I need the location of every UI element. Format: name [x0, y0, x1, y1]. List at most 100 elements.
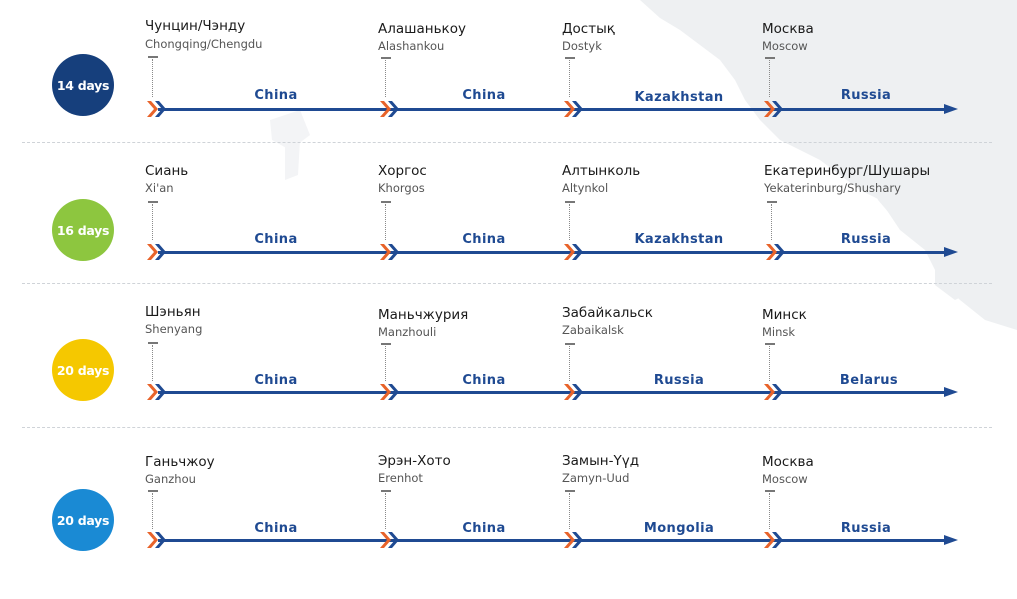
segment-label: Russia	[840, 232, 892, 247]
stop-name-en: Moscow	[762, 472, 808, 486]
stop-connector	[569, 346, 570, 381]
stop-connector	[569, 204, 570, 240]
stop-tick	[565, 343, 575, 345]
stop-connector	[569, 60, 570, 97]
segment-label: China	[254, 373, 298, 388]
chevron-icon	[564, 244, 583, 260]
route-track	[158, 539, 948, 542]
segment-label: Kazakhstan	[634, 232, 724, 247]
chevron-icon	[380, 384, 399, 400]
chevron-icon	[147, 244, 166, 260]
stop-name-en: Dostyk	[562, 39, 602, 53]
stop-name-ru: Достық	[562, 21, 615, 37]
route-separator	[22, 142, 992, 143]
duration-badge: 20 days	[52, 489, 114, 551]
chevron-icon	[380, 244, 399, 260]
stop-name-ru: Ганьчжоу	[145, 454, 215, 470]
segment-label: Belarus	[839, 373, 899, 388]
stop-connector	[385, 204, 386, 240]
stop-name-ru: Шэньян	[145, 304, 201, 320]
segment-label: China	[254, 521, 298, 536]
route-row: 20 days Ганьчжоу Ganzhou Эрэн-Хото Erenh…	[0, 445, 1017, 585]
route-row: 20 days Шэньян Shenyang Маньчжурия Manzh…	[0, 298, 1017, 438]
stop-tick	[767, 201, 777, 203]
track-arrow-icon	[944, 387, 958, 397]
stop-connector	[385, 493, 386, 529]
stop-name-en: Minsk	[762, 325, 796, 339]
route-row: 16 days Сиань Xi'an Хоргос Khorgos Алтын…	[0, 156, 1017, 296]
stop-name-ru: Чунцин/Чэнду	[145, 18, 246, 34]
stop-connector	[771, 204, 772, 240]
chevron-icon	[764, 384, 783, 400]
duration-badge: 20 days	[52, 339, 114, 401]
stop-name-ru: Эрэн-Хото	[378, 453, 451, 469]
stop-tick	[381, 490, 391, 492]
stop-connector	[769, 60, 770, 97]
segment-label: Kazakhstan	[634, 90, 724, 105]
stop-name-ru: Москва	[762, 454, 814, 470]
stop-connector	[769, 346, 770, 381]
stop-name-en: Ganzhou	[145, 472, 196, 486]
stop-connector	[769, 493, 770, 529]
stop-name-ru: Алтынколь	[562, 163, 641, 179]
track-arrow-icon	[944, 104, 958, 114]
route-track	[158, 251, 948, 254]
stop-connector	[385, 60, 386, 97]
stop-name-en: Xi'an	[145, 181, 174, 195]
stop-connector	[152, 59, 153, 97]
stop-name-en: Shenyang	[145, 322, 203, 336]
route-separator	[22, 283, 992, 284]
stop-name-en: Moscow	[762, 39, 808, 53]
stop-name-ru: Минск	[762, 307, 807, 323]
chevron-icon	[564, 384, 583, 400]
stop-tick	[148, 56, 158, 58]
chevron-icon	[147, 101, 166, 117]
chevron-icon	[564, 101, 583, 117]
chevron-icon	[564, 532, 583, 548]
stop-name-en: Manzhouli	[378, 325, 437, 339]
segment-label: Russia	[840, 521, 892, 536]
stop-tick	[381, 343, 391, 345]
stop-tick	[565, 490, 575, 492]
stop-name-ru: Маньчжурия	[378, 307, 469, 323]
chevron-icon	[766, 244, 785, 260]
stop-name-ru: Москва	[762, 21, 814, 37]
stop-tick	[148, 201, 158, 203]
stop-tick	[381, 201, 391, 203]
stop-name-en: Alashankou	[378, 39, 445, 53]
duration-badge: 14 days	[52, 54, 114, 116]
stop-connector	[152, 345, 153, 381]
stop-name-en: Yekaterinburg/Shushary	[764, 181, 901, 195]
stop-tick	[565, 57, 575, 59]
chevron-icon	[147, 532, 166, 548]
segment-label: China	[462, 373, 506, 388]
chevron-icon	[764, 532, 783, 548]
stop-connector	[569, 493, 570, 529]
route-separator	[22, 427, 992, 428]
track-arrow-icon	[944, 247, 958, 257]
stop-name-en: Khorgos	[378, 181, 425, 195]
stop-name-ru: Сиань	[145, 163, 189, 179]
stop-name-ru: Алашанькоу	[378, 21, 466, 37]
route-track	[158, 108, 948, 111]
route-track	[158, 391, 948, 394]
stop-tick	[765, 57, 775, 59]
route-row: 14 days Чунцин/Чэнду Chongqing/Chengdu А…	[0, 12, 1017, 152]
chevron-icon	[764, 101, 783, 117]
segment-label: China	[254, 88, 298, 103]
stop-name-ru: Замын-Үүд	[562, 453, 640, 469]
stop-name-en: Zamyn-Uud	[562, 471, 630, 485]
stop-name-ru: Хоргос	[378, 163, 427, 179]
segment-label: Russia	[653, 373, 705, 388]
segment-label: China	[462, 88, 506, 103]
stop-tick	[148, 490, 158, 492]
stop-name-en: Zabaikalsk	[562, 323, 624, 337]
segment-label: China	[462, 232, 506, 247]
chevron-icon	[380, 532, 399, 548]
stop-name-ru: Забайкальск	[562, 305, 653, 321]
track-arrow-icon	[944, 535, 958, 545]
duration-badge: 16 days	[52, 199, 114, 261]
segment-label: Mongolia	[643, 521, 715, 536]
stop-connector	[152, 493, 153, 529]
